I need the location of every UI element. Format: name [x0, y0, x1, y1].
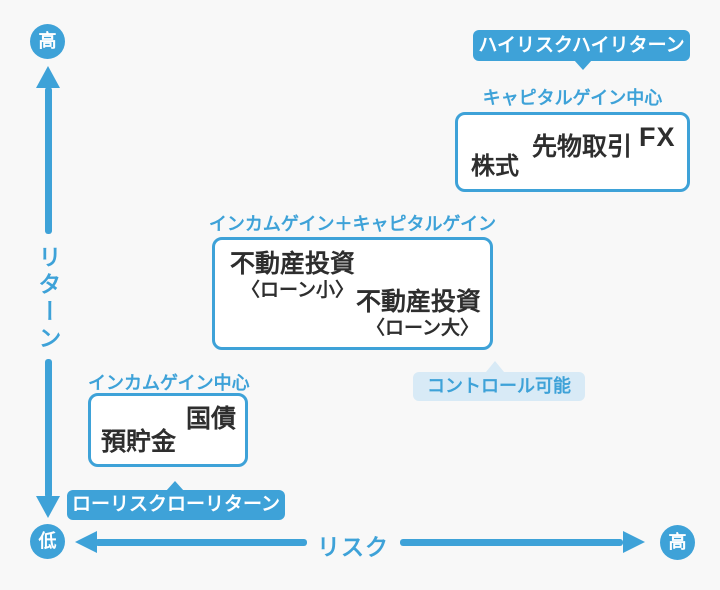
capital-gain-box: 株式 先物取引 FX	[455, 112, 690, 192]
y-axis-down-arrowhead-icon	[36, 496, 60, 518]
item-real-estate-large-loan-sub: 〈ローン大〉	[366, 318, 480, 339]
high-risk-badge-pointer-icon	[574, 60, 592, 70]
x-axis-line-right	[400, 539, 623, 546]
y-axis-high-marker: 高	[30, 24, 65, 59]
income-capital-box: 不動産投資 〈ローン小〉 不動産投資 〈ローン大〉	[212, 237, 493, 350]
x-axis-right-arrowhead-icon	[623, 531, 645, 553]
low-risk-low-return-badge: ローリスクローリターン	[67, 490, 285, 520]
income-capital-heading: インカムゲイン＋キャピタルゲイン	[208, 214, 497, 234]
x-axis-left-arrowhead-icon	[75, 531, 97, 553]
capital-gain-heading: キャピタルゲイン中心	[482, 88, 663, 108]
y-axis-line-lower	[45, 359, 52, 498]
item-savings: 預貯金	[101, 428, 177, 456]
x-axis-line-left	[95, 539, 307, 546]
item-real-estate-large-loan: 不動産投資	[356, 288, 482, 316]
item-real-estate-small-loan: 不動産投資	[230, 250, 356, 278]
item-stocks: 株式	[471, 153, 519, 180]
y-axis-label: リターン	[35, 245, 61, 353]
y-axis-low-marker: 低	[30, 524, 65, 559]
high-risk-high-return-badge: ハイリスクハイリターン	[473, 30, 690, 61]
y-axis-line-upper	[45, 87, 52, 234]
item-government-bonds: 国債	[186, 405, 237, 433]
controllable-badge-pointer-icon	[486, 361, 504, 372]
x-axis-label: リスク	[317, 534, 389, 560]
x-axis-high-marker: 高	[660, 525, 695, 560]
item-futures: 先物取引	[532, 133, 633, 161]
item-fx: FX	[639, 122, 676, 152]
y-axis-up-arrowhead-icon	[36, 66, 60, 88]
low-risk-badge-pointer-icon	[166, 481, 184, 491]
controllable-badge: コントロール可能	[413, 372, 585, 401]
item-real-estate-small-loan-sub: 〈ローン小〉	[241, 280, 355, 301]
income-gain-heading: インカムゲイン中心	[88, 373, 250, 393]
income-gain-box: 国債 預貯金	[88, 393, 248, 467]
